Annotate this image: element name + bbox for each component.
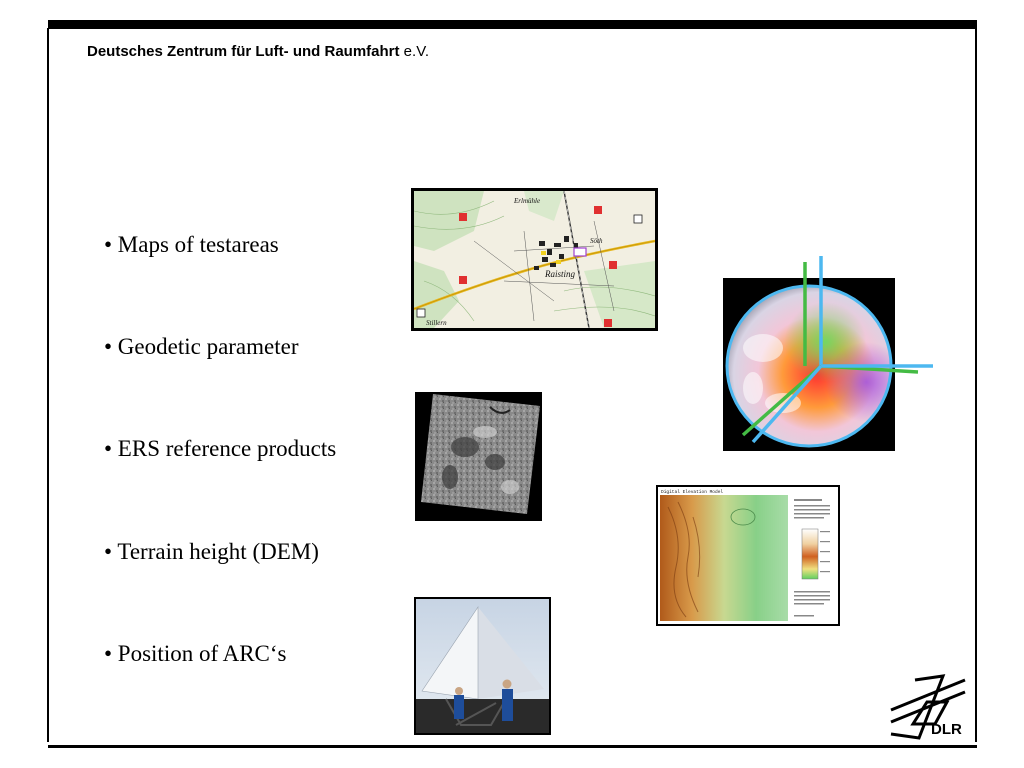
bullet-arc: • Position of ARC‘s	[104, 641, 287, 666]
testarea-map-image: Raisting Söth Erlmühle Stillern	[411, 188, 658, 331]
ers-sar-image	[415, 392, 542, 521]
bottom-rule	[48, 745, 977, 748]
arc-reflector-image	[414, 597, 551, 735]
top-rule	[48, 20, 977, 29]
dem-image: Digital Elevation Model	[656, 485, 840, 626]
geoid-axes-overlay	[741, 256, 933, 444]
left-rule	[47, 28, 49, 742]
header-title-bold: Deutsches Zentrum für Luft- und Raumfahr…	[87, 43, 400, 60]
dlr-logo-text: DLR	[931, 721, 962, 738]
map-label-town: Raisting	[544, 269, 576, 279]
bullet-dem: • Terrain height (DEM)	[104, 539, 319, 564]
map-label-village-3: Stillern	[426, 319, 447, 327]
header-title: Deutsches Zentrum für Luft- und Raumfahr…	[87, 43, 429, 60]
header-title-suffix: e.V.	[399, 43, 429, 60]
map-label-village-2: Erlmühle	[513, 197, 540, 205]
bullet-maps: • Maps of testareas	[104, 232, 279, 257]
dlr-logo	[890, 674, 966, 740]
dem-header-text: Digital Elevation Model	[661, 489, 723, 495]
bullet-ers: • ERS reference products	[104, 436, 337, 461]
map-label-village-1: Söth	[590, 237, 603, 245]
bullet-geodetic: • Geodetic parameter	[104, 334, 299, 359]
right-rule	[975, 28, 977, 742]
